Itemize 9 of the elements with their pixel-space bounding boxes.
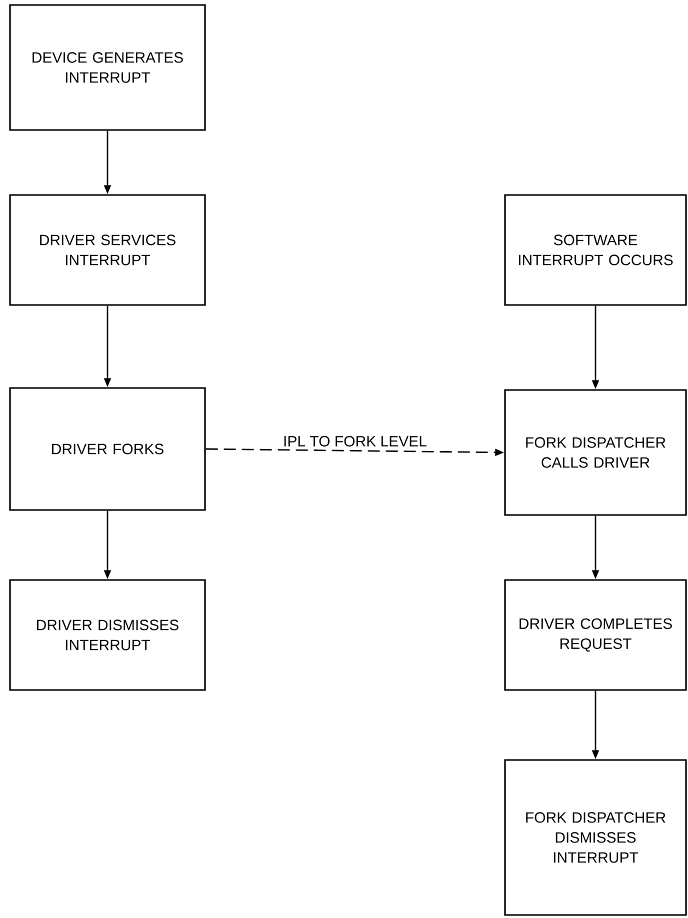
process-box: SOFTWARE INTERRUPT OCCURS (504, 194, 687, 306)
edge-label: IPL TO FORK LEVEL (282, 434, 428, 448)
process-box: DRIVER FORKS (9, 387, 206, 511)
process-box: DRIVER COMPLETES REQUEST (504, 579, 687, 691)
process-box: FORK DISPATCHER DISMISSES INTERRUPT (504, 759, 687, 916)
process-box: DRIVER DISMISSES INTERRUPT (9, 579, 206, 691)
process-box: DEVICE GENERATES INTERRUPT (9, 4, 206, 131)
process-box: DRIVER SERVICES INTERRUPT (9, 194, 206, 306)
process-box: FORK DISPATCHER CALLS DRIVER (504, 389, 687, 516)
